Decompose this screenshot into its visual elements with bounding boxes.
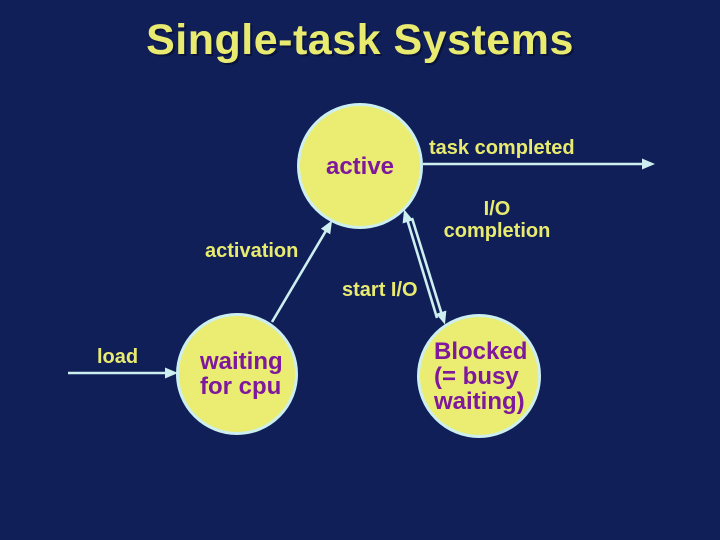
edge-label-io-completion: I/O completion [436, 198, 558, 242]
edge-label-io-completion-line1: I/O [483, 198, 511, 220]
state-node-waiting-label-line2: for cpu [200, 373, 282, 400]
state-node-blocked-label-line2: (= busy [434, 362, 519, 390]
state-node-blocked-label-line1: Blocked [434, 337, 528, 365]
edge-label-task-completed: task completed [429, 137, 575, 159]
edge-label-activation: activation [205, 240, 299, 262]
slide-title: Single-task Systems [146, 16, 574, 64]
arrow-start-io [410, 217, 447, 325]
arrow-activation [270, 220, 333, 323]
edge-label-start-io: start I/O [342, 279, 418, 301]
state-node-waiting-label-line1: waiting [200, 348, 283, 375]
state-node-waiting-for-cpu: waiting for cpu [176, 313, 298, 435]
edge-label-load: load [97, 346, 139, 368]
state-node-blocked-label-line3: waiting) [434, 387, 525, 415]
state-node-blocked: Blocked (= busy waiting) [417, 314, 541, 438]
edge-label-io-completion-line2: completion [443, 220, 551, 242]
state-node-active-label: active [325, 152, 395, 180]
arrow-io-completion [402, 209, 439, 319]
state-node-active: active [297, 103, 423, 229]
